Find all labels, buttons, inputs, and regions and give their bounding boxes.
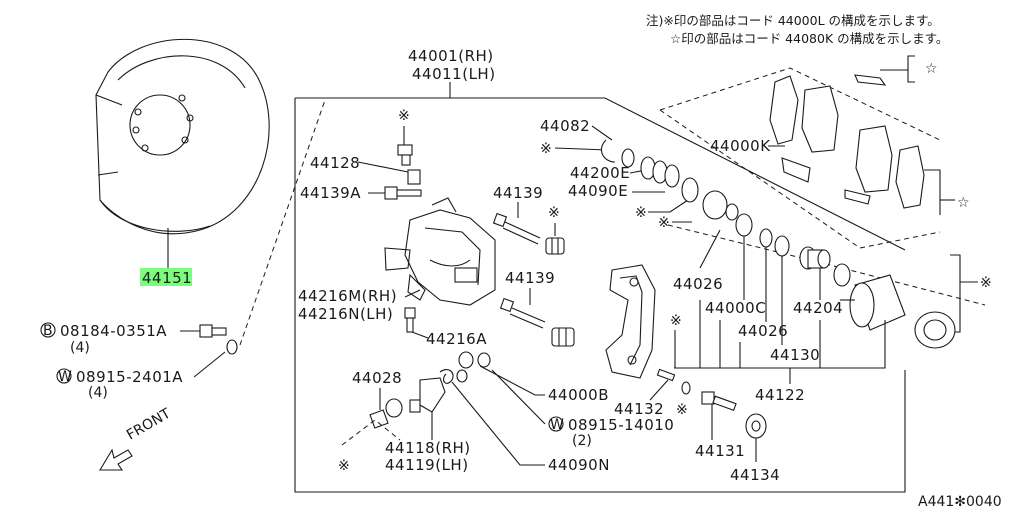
svg-text:※: ※ [676,402,688,418]
washer-08915-2401a[interactable] [226,339,238,355]
slide-pin-lower[interactable] [499,297,546,329]
star-mark-bottom: ☆ [957,195,970,211]
label-44151[interactable]: 44151 [142,269,192,287]
brake-pad-set[interactable] [769,74,925,209]
label-44216n[interactable]: 44216N(LH) [298,305,393,323]
label-44028[interactable]: 44028 [352,369,402,387]
label-44132[interactable]: 44132 [614,400,664,418]
cap-44128[interactable] [407,169,421,185]
label-08915-14010[interactable]: 08915-14010 [568,416,674,434]
bleeder-screw[interactable] [397,144,413,166]
label-44026-a[interactable]: 44026 [673,275,723,293]
label-44090e[interactable]: 44090E [568,182,628,200]
bushing-44000b[interactable] [458,351,491,369]
spring-44118[interactable] [419,369,468,413]
svg-text:※: ※ [670,313,682,329]
svg-text:(4): (4) [88,385,108,401]
torque-member[interactable] [605,264,656,379]
label-08184-0351a[interactable]: 08184-0351A [60,322,167,340]
svg-text:W: W [550,417,564,433]
seal-44082[interactable] [621,148,635,168]
w-circle-icon [56,368,72,384]
snap-ring-44082[interactable] [601,139,616,163]
label-08915-2401a[interactable]: 08915-2401A [76,368,183,386]
label-44139a[interactable]: 44139A [300,184,361,202]
boot-lower[interactable] [551,327,575,347]
boot-upper[interactable] [545,237,565,255]
label-44001-rh[interactable]: 44001(RH) [408,47,494,65]
svg-text:(4): (4) [70,340,90,356]
label-44216a[interactable]: 44216A [426,330,487,348]
bolt-44131[interactable] [701,391,737,412]
svg-text:※: ※ [548,205,560,221]
piston-44204[interactable] [799,246,831,270]
pin-44132[interactable] [656,368,691,395]
label-44130[interactable]: 44130 [770,346,820,364]
svg-text:※: ※ [980,275,992,291]
b-circle-icon [40,322,56,338]
slide-pin-upper[interactable] [492,212,541,245]
svg-text:※: ※ [540,141,552,157]
label-44011-lh[interactable]: 44011(LH) [412,65,496,83]
caliper-body[interactable] [384,197,496,306]
label-44139-mid[interactable]: 44139 [505,269,555,287]
label-44000b[interactable]: 44000B [548,386,609,404]
svg-text:※: ※ [338,458,350,474]
w-circle-icon-2 [548,416,564,432]
seal-ring-44026[interactable] [735,213,790,257]
label-44000k[interactable]: 44000K [710,137,771,155]
bolt-44139a[interactable] [384,186,422,200]
svg-text:(2): (2) [572,433,592,449]
note-line-2: ☆印の部品はコード 44080K の構成を示します。 [670,31,948,46]
washer-44134[interactable] [745,413,767,439]
label-44090n[interactable]: 44090N [548,456,610,474]
label-44134[interactable]: 44134 [730,466,780,484]
front-arrow-icon [99,448,133,471]
kome-mark: ※ [398,108,410,124]
svg-text:※: ※ [658,215,670,231]
boot-44204[interactable] [833,263,851,287]
label-44082[interactable]: 44082 [540,117,590,135]
svg-text:※: ※ [635,205,647,221]
highlight-44151 [140,268,192,286]
svg-text:W: W [58,369,72,385]
label-44200e[interactable]: 44200E [570,164,630,182]
spring-44090e[interactable] [681,177,699,203]
label-44119[interactable]: 44119(LH) [385,456,469,474]
label-44000c[interactable]: 44000C [705,299,766,317]
front-label: FRONT [124,405,174,443]
diagram-code: A441✻0040 [918,494,1002,510]
bleeder-44028[interactable] [369,398,421,429]
label-44128[interactable]: 44128 [310,154,360,172]
label-44131[interactable]: 44131 [695,442,745,460]
svg-text:B: B [43,323,53,339]
label-44118[interactable]: 44118(RH) [385,439,471,457]
bolt-08184-0351a[interactable] [199,324,227,338]
ring-upper[interactable] [702,190,728,220]
label-44204[interactable]: 44204 [793,299,843,317]
star-mark-top: ☆ [925,61,938,77]
label-44122[interactable]: 44122 [755,386,805,404]
label-44216m[interactable]: 44216M(RH) [298,287,397,305]
assembly-frame [294,98,906,493]
note-line-1: 注)※印の部品はコード 44000L の構成を示します。 [646,13,940,28]
label-44026-b[interactable]: 44026 [738,322,788,340]
label-44139-top[interactable]: 44139 [493,184,543,202]
piston-44130[interactable] [849,274,906,331]
bolt-44216a[interactable] [404,307,416,333]
piston-44200e[interactable] [640,156,680,188]
seal-44122[interactable] [914,311,956,349]
dust-shield-44151[interactable] [95,38,270,235]
